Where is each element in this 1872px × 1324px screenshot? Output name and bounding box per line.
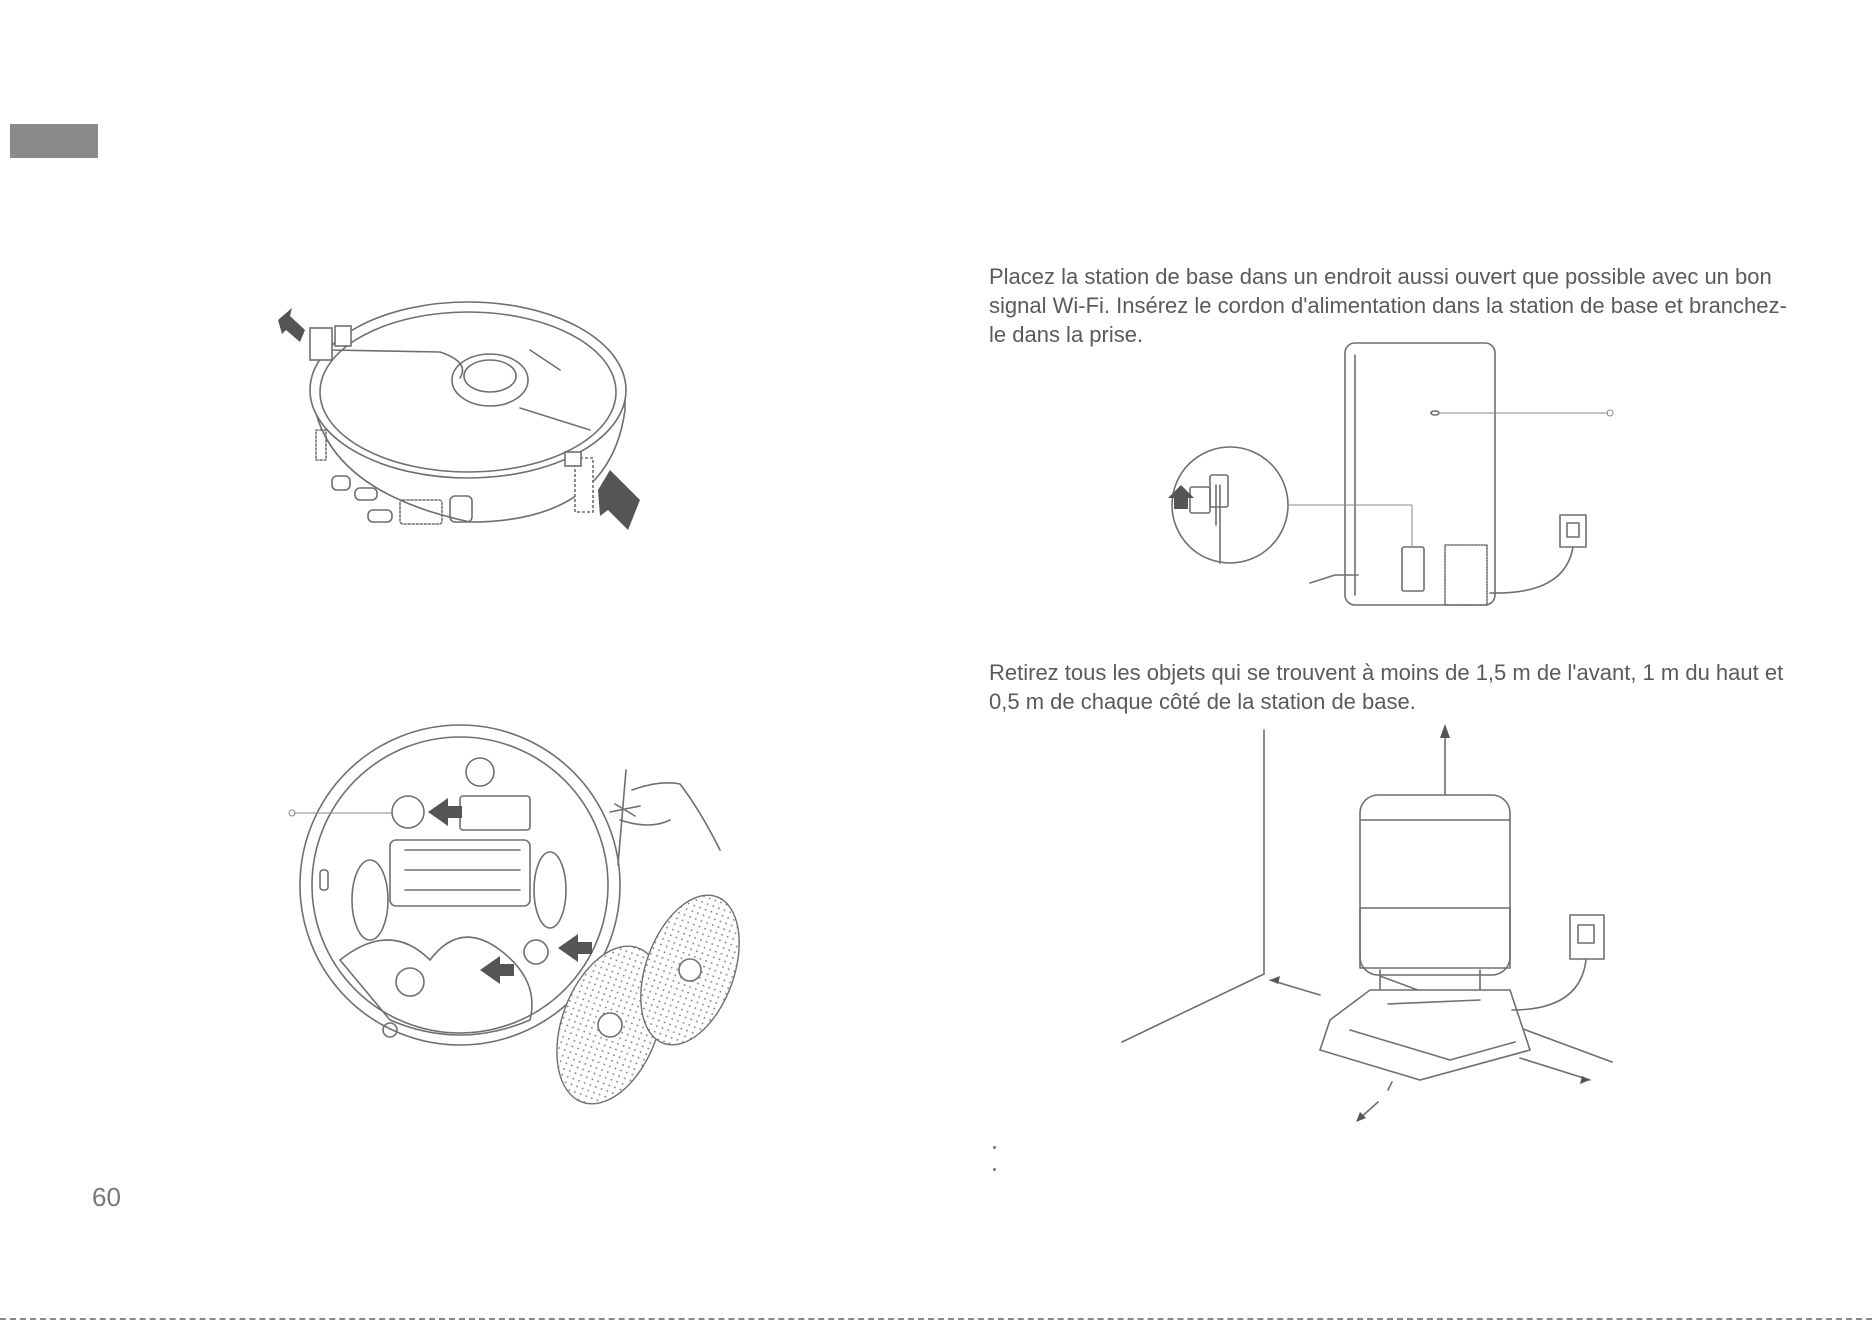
instruction-placement-text: Placez la station de base dans un endroi…	[989, 264, 1787, 347]
bullet-dot-1	[993, 1146, 996, 1149]
page-bottom-rule	[0, 1318, 1872, 1320]
bullet-dot-2	[993, 1168, 996, 1171]
robot-top-illustration	[278, 301, 640, 530]
base-station-clearance-illustration	[1121, 724, 1613, 1122]
base-station-power-illustration	[1168, 342, 1614, 606]
language-tab	[10, 124, 98, 158]
page-number: 60	[92, 1182, 121, 1212]
instruction-clearance-text: Retirez tous les objets qui se trouvent …	[989, 660, 1784, 714]
robot-bottom-illustration	[288, 724, 740, 1105]
